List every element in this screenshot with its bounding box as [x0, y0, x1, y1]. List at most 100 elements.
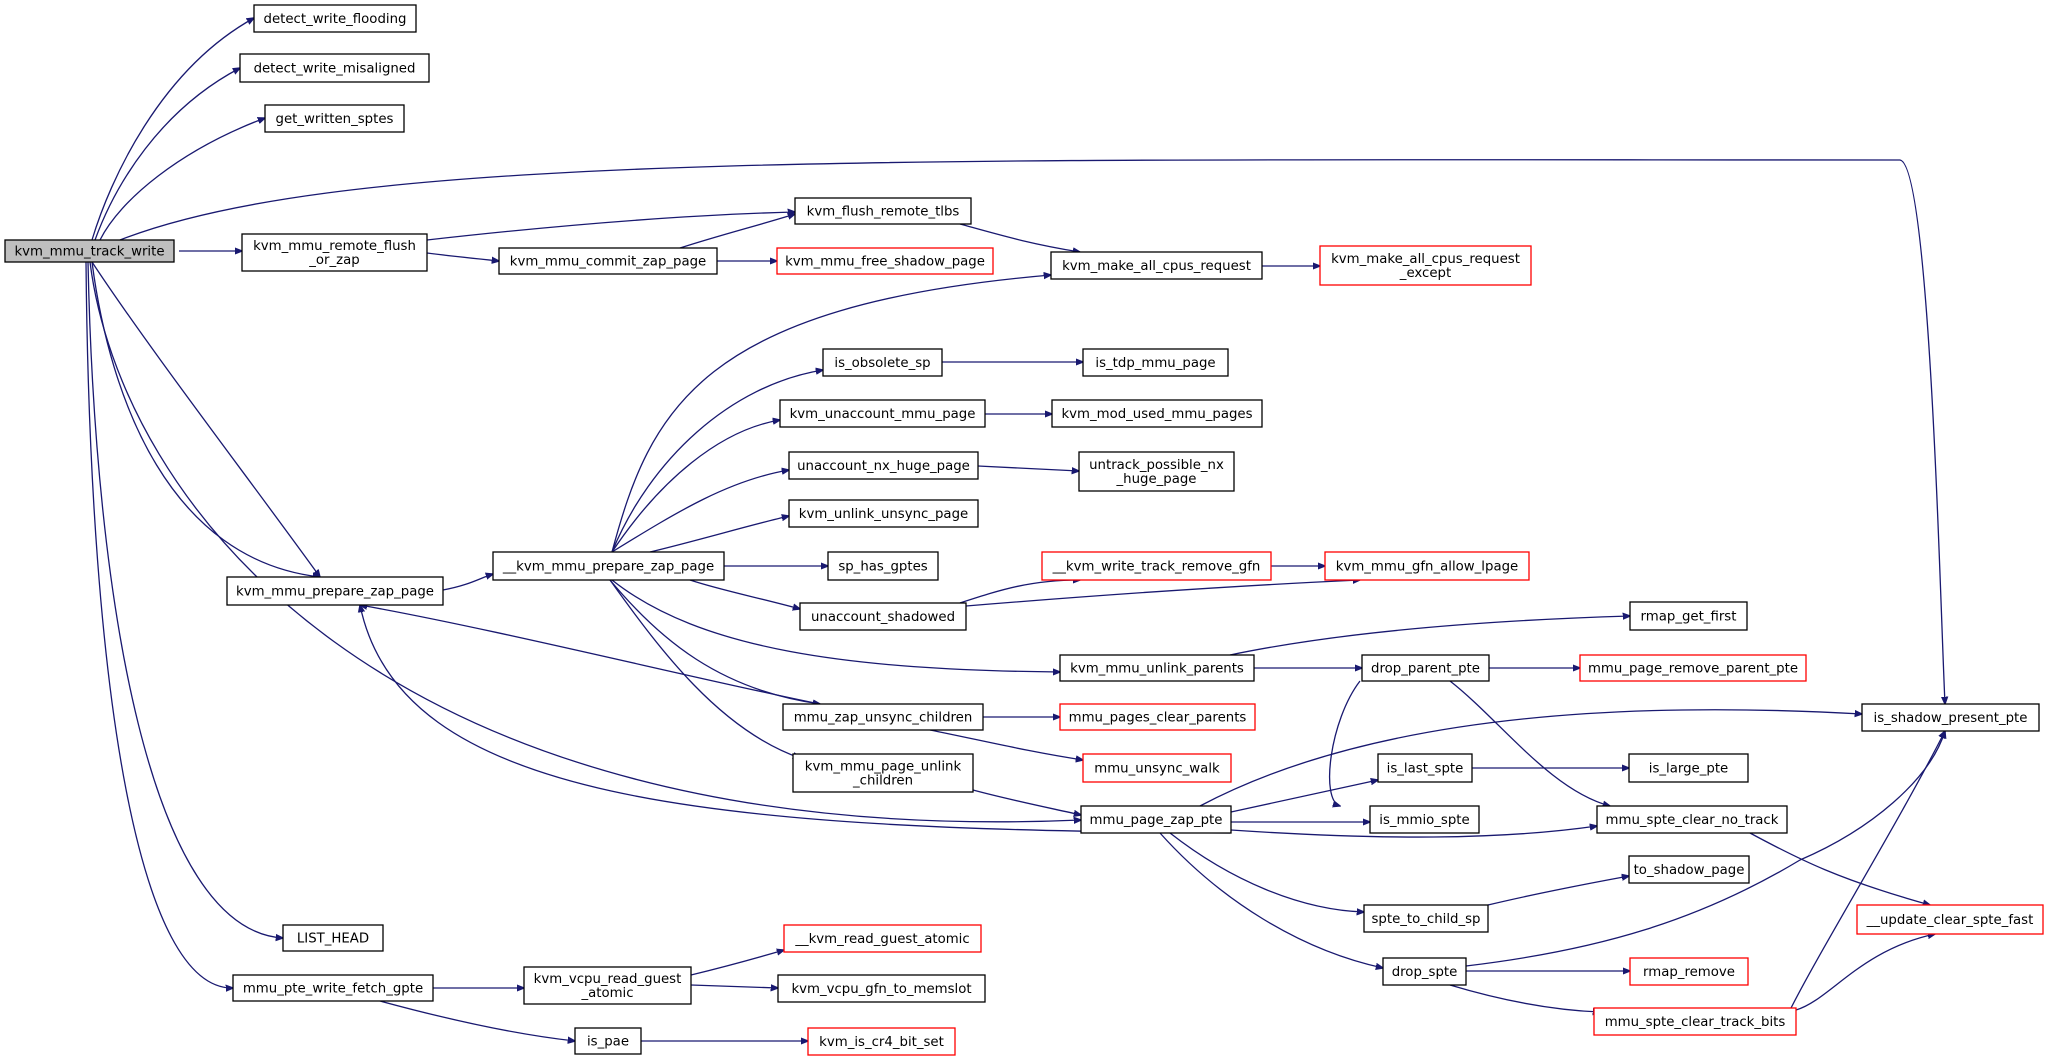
node-box: [1082, 348, 1229, 377]
call-edge: [1465, 731, 1945, 967]
function-node-tdp[interactable]: is_tdp_mmu_page: [1082, 348, 1229, 377]
function-node-ush[interactable]: unaccount_shadowed: [799, 602, 967, 631]
node-box: [1856, 904, 2044, 935]
function-node-root[interactable]: kvm_mmu_track_write: [4, 239, 175, 263]
node-box: [1051, 399, 1263, 428]
node-label: is_last_spte: [1387, 762, 1464, 777]
call-edge: [1329, 680, 1361, 806]
call-edge: [609, 579, 820, 704]
node-box: [783, 924, 982, 953]
function-node-rfz[interactable]: kvm_mmu_remote_flush_or_zap: [241, 233, 428, 272]
node-label: rmap_get_first: [1641, 610, 1737, 625]
call-edge: [91, 261, 320, 577]
node-box: [523, 966, 692, 1005]
function-node-ims[interactable]: is_mmio_spte: [1369, 805, 1480, 834]
function-node-utnx[interactable]: untrack_possible_nx_huge_page: [1078, 451, 1235, 492]
function-node-ucsf[interactable]: __update_clear_spte_fast: [1856, 904, 2044, 935]
call-edge: [1449, 984, 1600, 1012]
function-node-uamp[interactable]: kvm_unaccount_mmu_page: [779, 399, 986, 428]
function-node-gal[interactable]: kvm_mmu_gfn_allow_lpage: [1324, 551, 1530, 581]
function-node-frt[interactable]: kvm_flush_remote_tlbs: [794, 197, 972, 225]
call-edge: [91, 261, 320, 577]
node-box: [1059, 654, 1255, 682]
node-box: [1361, 654, 1490, 682]
function-node-pzp[interactable]: kvm_mmu_prepare_zap_page: [226, 576, 444, 606]
function-node-muw[interactable]: mmu_unsync_walk: [1082, 753, 1232, 783]
function-node-ils[interactable]: is_last_spte: [1377, 753, 1473, 783]
call-edge: [1199, 709, 1862, 807]
function-node-shg[interactable]: sp_has_gptes: [827, 551, 939, 581]
call-edges: [85, 18, 1945, 1041]
function-node-czp[interactable]: kvm_mmu_commit_zap_page: [498, 247, 718, 275]
function-node-tsp[interactable]: to_shadow_page: [1628, 855, 1750, 884]
function-node-isp[interactable]: is_shadow_present_pte: [1861, 703, 2040, 732]
function-node-wtr[interactable]: __kvm_write_track_remove_gfn: [1041, 551, 1272, 581]
function-node-mod[interactable]: kvm_mod_used_mmu_pages: [1051, 399, 1263, 428]
node-box: [1050, 251, 1263, 280]
function-node-gws[interactable]: get_written_sptes: [264, 104, 405, 133]
call-edge: [1487, 876, 1629, 906]
call-edge: [611, 275, 1051, 553]
function-node-vrga[interactable]: kvm_vcpu_read_guest_atomic: [523, 966, 692, 1005]
node-label: unaccount_nx_huge_page: [797, 459, 970, 474]
node-label: kvm_mmu_track_write: [14, 245, 164, 260]
node-label: kvm_mmu_commit_zap_page: [510, 255, 707, 270]
function-node-stc[interactable]: spte_to_child_sp: [1363, 904, 1489, 933]
node-label: kvm_is_cr4_bit_set: [819, 1035, 944, 1050]
function-node-cr4[interactable]: kvm_is_cr4_bit_set: [807, 1027, 956, 1056]
call-edge: [89, 261, 1081, 822]
node-box: [1369, 805, 1480, 834]
function-node-pcp[interactable]: mmu_pages_clear_parents: [1059, 703, 1256, 731]
function-node-lh[interactable]: LIST_HEAD: [282, 924, 384, 952]
function-node-sctb[interactable]: mmu_spte_clear_track_bits: [1593, 1007, 1797, 1036]
node-box: [226, 576, 444, 606]
node-label: kvm_mmu_remote_flush: [253, 239, 416, 254]
function-node-puc[interactable]: kvm_mmu_page_unlink_children: [792, 753, 974, 793]
function-node-dwf[interactable]: detect_write_flooding: [253, 4, 417, 33]
node-box: [282, 924, 384, 952]
node-box: [788, 499, 979, 528]
function-node-rga[interactable]: __kvm_read_guest_atomic: [783, 924, 982, 953]
node-label: kvm_unlink_unsync_page: [799, 507, 968, 522]
node-label: mmu_spte_clear_no_track: [1606, 813, 1779, 828]
node-box: [1059, 703, 1256, 731]
function-node-macre[interactable]: kvm_make_all_cpus_request_except: [1319, 245, 1532, 286]
function-node-unx[interactable]: unaccount_nx_huge_page: [788, 451, 979, 480]
function-node-scnt[interactable]: mmu_spte_clear_no_track: [1596, 805, 1788, 834]
call-edge: [1230, 780, 1378, 813]
function-node-rgf[interactable]: rmap_get_first: [1629, 601, 1748, 631]
function-node-fsp[interactable]: kvm_mmu_free_shadow_page: [776, 247, 994, 275]
function-node-uus[interactable]: kvm_unlink_unsync_page: [788, 499, 979, 528]
node-box: [1377, 753, 1473, 783]
node-label: drop_parent_pte: [1371, 662, 1480, 677]
function-node-obs[interactable]: is_obsolete_sp: [822, 348, 943, 377]
function-node-rr[interactable]: rmap_remove: [1629, 957, 1749, 986]
function-node-pae[interactable]: is_pae: [574, 1027, 642, 1055]
call-edge: [611, 579, 1060, 672]
function-node-dpp[interactable]: drop_parent_pte: [1361, 654, 1490, 682]
node-label: is_shadow_present_pte: [1874, 711, 2028, 726]
node-box: [1078, 451, 1235, 492]
node-box: [498, 247, 718, 275]
function-node-dwm[interactable]: detect_write_misaligned: [239, 53, 430, 83]
node-box: [776, 247, 994, 275]
call-edge: [649, 516, 789, 553]
node-box: [574, 1027, 642, 1055]
call-edge: [1229, 616, 1630, 656]
function-node-macr[interactable]: kvm_make_all_cpus_request: [1050, 251, 1263, 280]
node-label: LIST_HEAD: [297, 932, 369, 947]
node-label: is_obsolete_sp: [834, 356, 930, 371]
call-edge: [1449, 680, 1610, 806]
function-node-mprp[interactable]: mmu_page_remove_parent_pte: [1579, 654, 1807, 682]
call-edge: [929, 729, 1083, 760]
function-node-vgm[interactable]: kvm_vcpu_gfn_to_memslot: [777, 974, 986, 1003]
node-label: kvm_mmu_unlink_parents: [1070, 662, 1244, 677]
call-edge: [91, 18, 254, 241]
function-node-mup[interactable]: kvm_mmu_unlink_parents: [1059, 654, 1255, 682]
function-node-zuc[interactable]: mmu_zap_unsync_children: [782, 703, 984, 731]
function-node-ipzp[interactable]: __kvm_mmu_prepare_zap_page: [492, 551, 725, 581]
function-node-wfg[interactable]: mmu_pte_write_fetch_gpte: [232, 974, 434, 1002]
function-node-ilp[interactable]: is_large_pte: [1628, 753, 1749, 783]
function-node-dsp[interactable]: drop_spte: [1382, 957, 1467, 986]
function-node-pzpte[interactable]: mmu_page_zap_pte: [1080, 805, 1232, 834]
